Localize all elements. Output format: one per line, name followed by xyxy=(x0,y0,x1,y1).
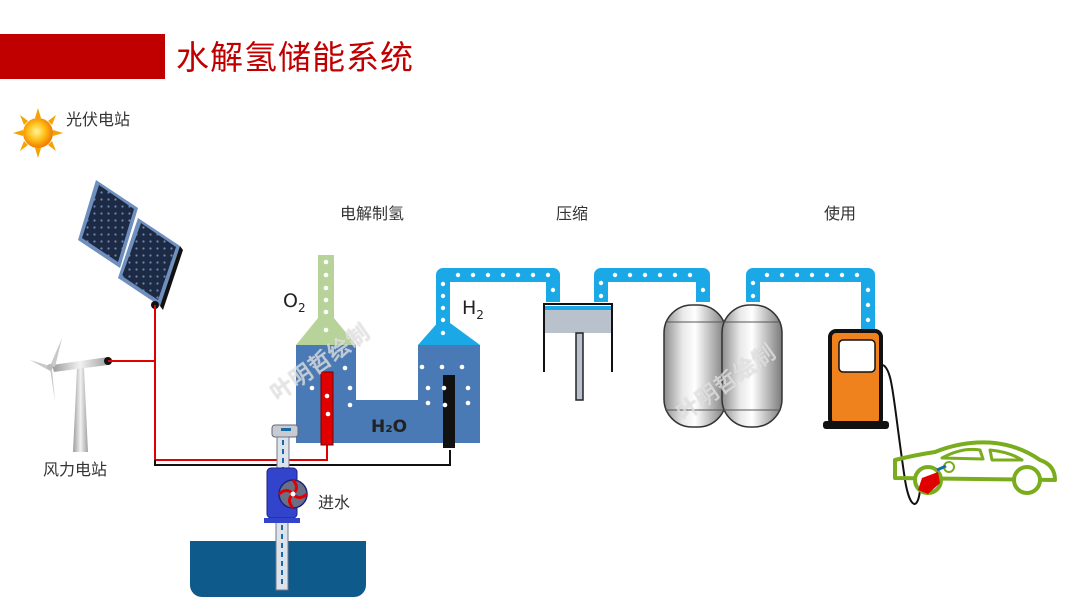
cathode-electrode xyxy=(443,375,455,448)
solar-panel-icon xyxy=(78,180,183,310)
electrolysis-stage-label: 电解制氢 xyxy=(340,204,405,223)
hydrogen-dispenser-icon xyxy=(823,329,921,505)
hydrogen-storage-tanks xyxy=(663,304,783,428)
sun-icon xyxy=(13,108,63,158)
electrolyzer-tank xyxy=(296,345,480,443)
title-accent-bar xyxy=(0,34,165,79)
anode-electrode xyxy=(320,371,334,446)
usage-stage-label: 使用 xyxy=(824,204,857,223)
hydrogen-collector-hood xyxy=(418,320,480,345)
water-inlet-label: 进水 xyxy=(318,493,351,512)
compressor-piston xyxy=(543,303,613,401)
oxygen-outlet-pipe xyxy=(296,255,356,345)
hydrogen-label: H2 xyxy=(462,297,484,322)
power-wires xyxy=(108,305,451,466)
fuel-cell-car-icon xyxy=(893,440,1057,495)
page-title: 水解氢储能系统 xyxy=(176,38,414,77)
wind-station-label: 风力电站 xyxy=(43,460,108,479)
oxygen-label: O2 xyxy=(283,290,306,315)
compression-stage-label: 压缩 xyxy=(556,204,589,223)
solar-station-label: 光伏电站 xyxy=(66,110,131,129)
water-pump-icon xyxy=(264,467,308,523)
hydrogen-bubbles xyxy=(440,272,871,336)
water-label: H₂O xyxy=(371,417,408,437)
hydrogen-pipeline xyxy=(436,268,875,330)
fuel-nozzle-icon xyxy=(918,464,947,494)
wind-turbine-icon xyxy=(30,338,112,452)
